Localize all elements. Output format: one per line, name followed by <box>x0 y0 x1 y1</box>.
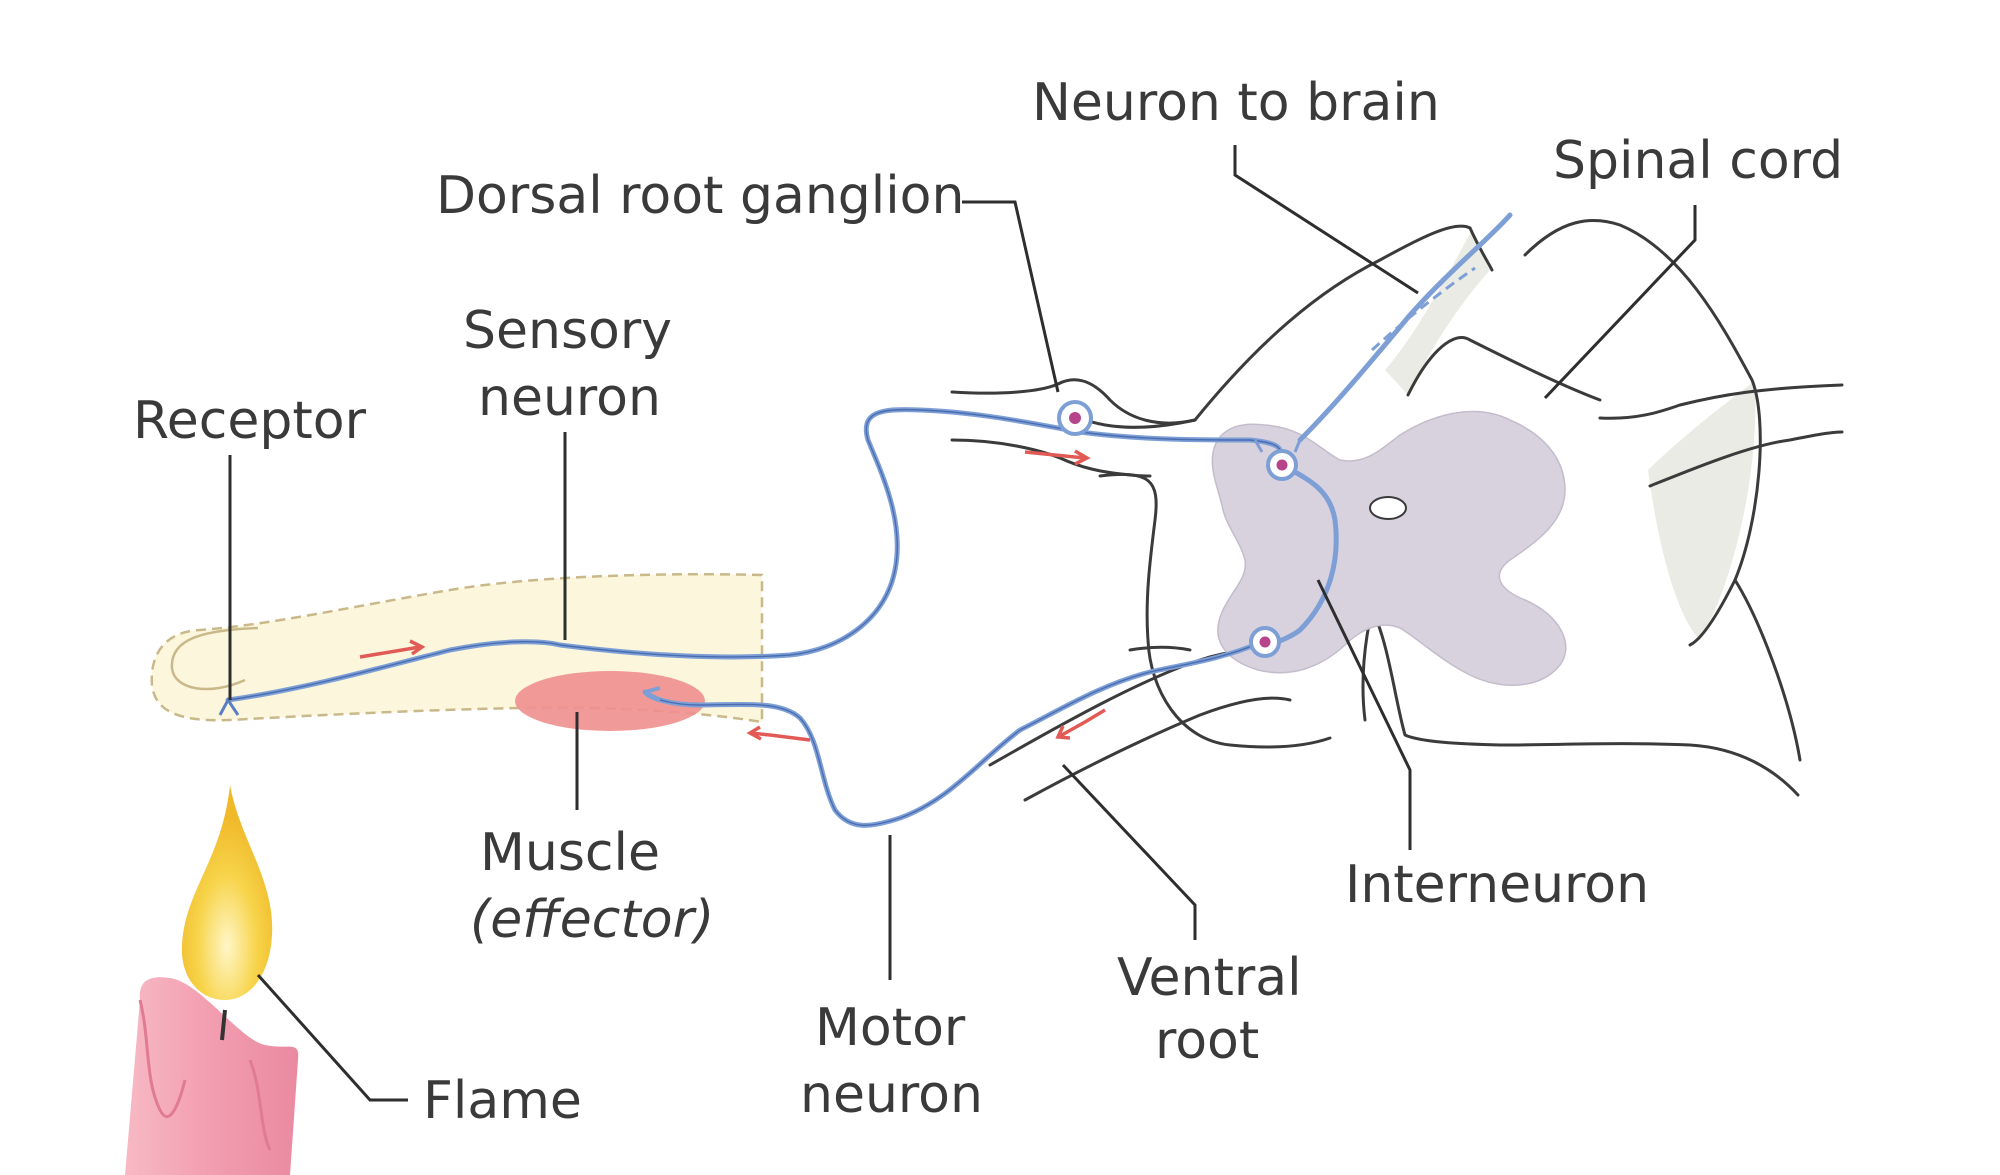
flame-icon <box>181 785 273 1000</box>
motor-neuron-path <box>642 639 1265 828</box>
label-ventral-root-line2: root <box>1155 1011 1259 1071</box>
label-motor-neuron-line2: neuron <box>800 1065 983 1125</box>
receptor-ending <box>218 697 240 716</box>
label-sensory-neuron-line1: Sensory <box>463 301 672 361</box>
neuron-to-brain-path <box>1297 212 1513 443</box>
candle-icon <box>125 977 299 1175</box>
label-spinal-cord: Spinal cord <box>1553 131 1843 191</box>
label-dorsal-root-ganglion: Dorsal root ganglion <box>436 166 964 226</box>
spinal-cord <box>950 218 1844 802</box>
motor-neuron-cell <box>1249 626 1281 658</box>
label-motor-neuron-line1: Motor <box>815 998 966 1058</box>
label-receptor: Receptor <box>133 391 367 451</box>
label-muscle: Muscle <box>480 823 660 883</box>
synapse-cell-upper <box>1253 439 1302 481</box>
label-ventral-root-line1: Ventral <box>1117 948 1302 1008</box>
label-flame: Flame <box>423 1071 582 1131</box>
label-sensory-neuron-line2: neuron <box>478 368 661 428</box>
central-canal <box>1369 496 1407 520</box>
muscle <box>515 671 705 731</box>
signal-arrow-icon <box>359 449 1106 742</box>
sensory-neuron-path <box>225 407 1283 703</box>
label-effector: (effector) <box>470 890 714 950</box>
interneuron-path <box>1269 462 1339 648</box>
leader-lines <box>228 145 1697 1102</box>
dorsal-root-ganglion-cell <box>1057 400 1093 436</box>
label-interneuron: Interneuron <box>1345 855 1649 915</box>
label-neuron-to-brain: Neuron to brain <box>1032 73 1440 133</box>
grey-matter <box>1211 410 1567 686</box>
